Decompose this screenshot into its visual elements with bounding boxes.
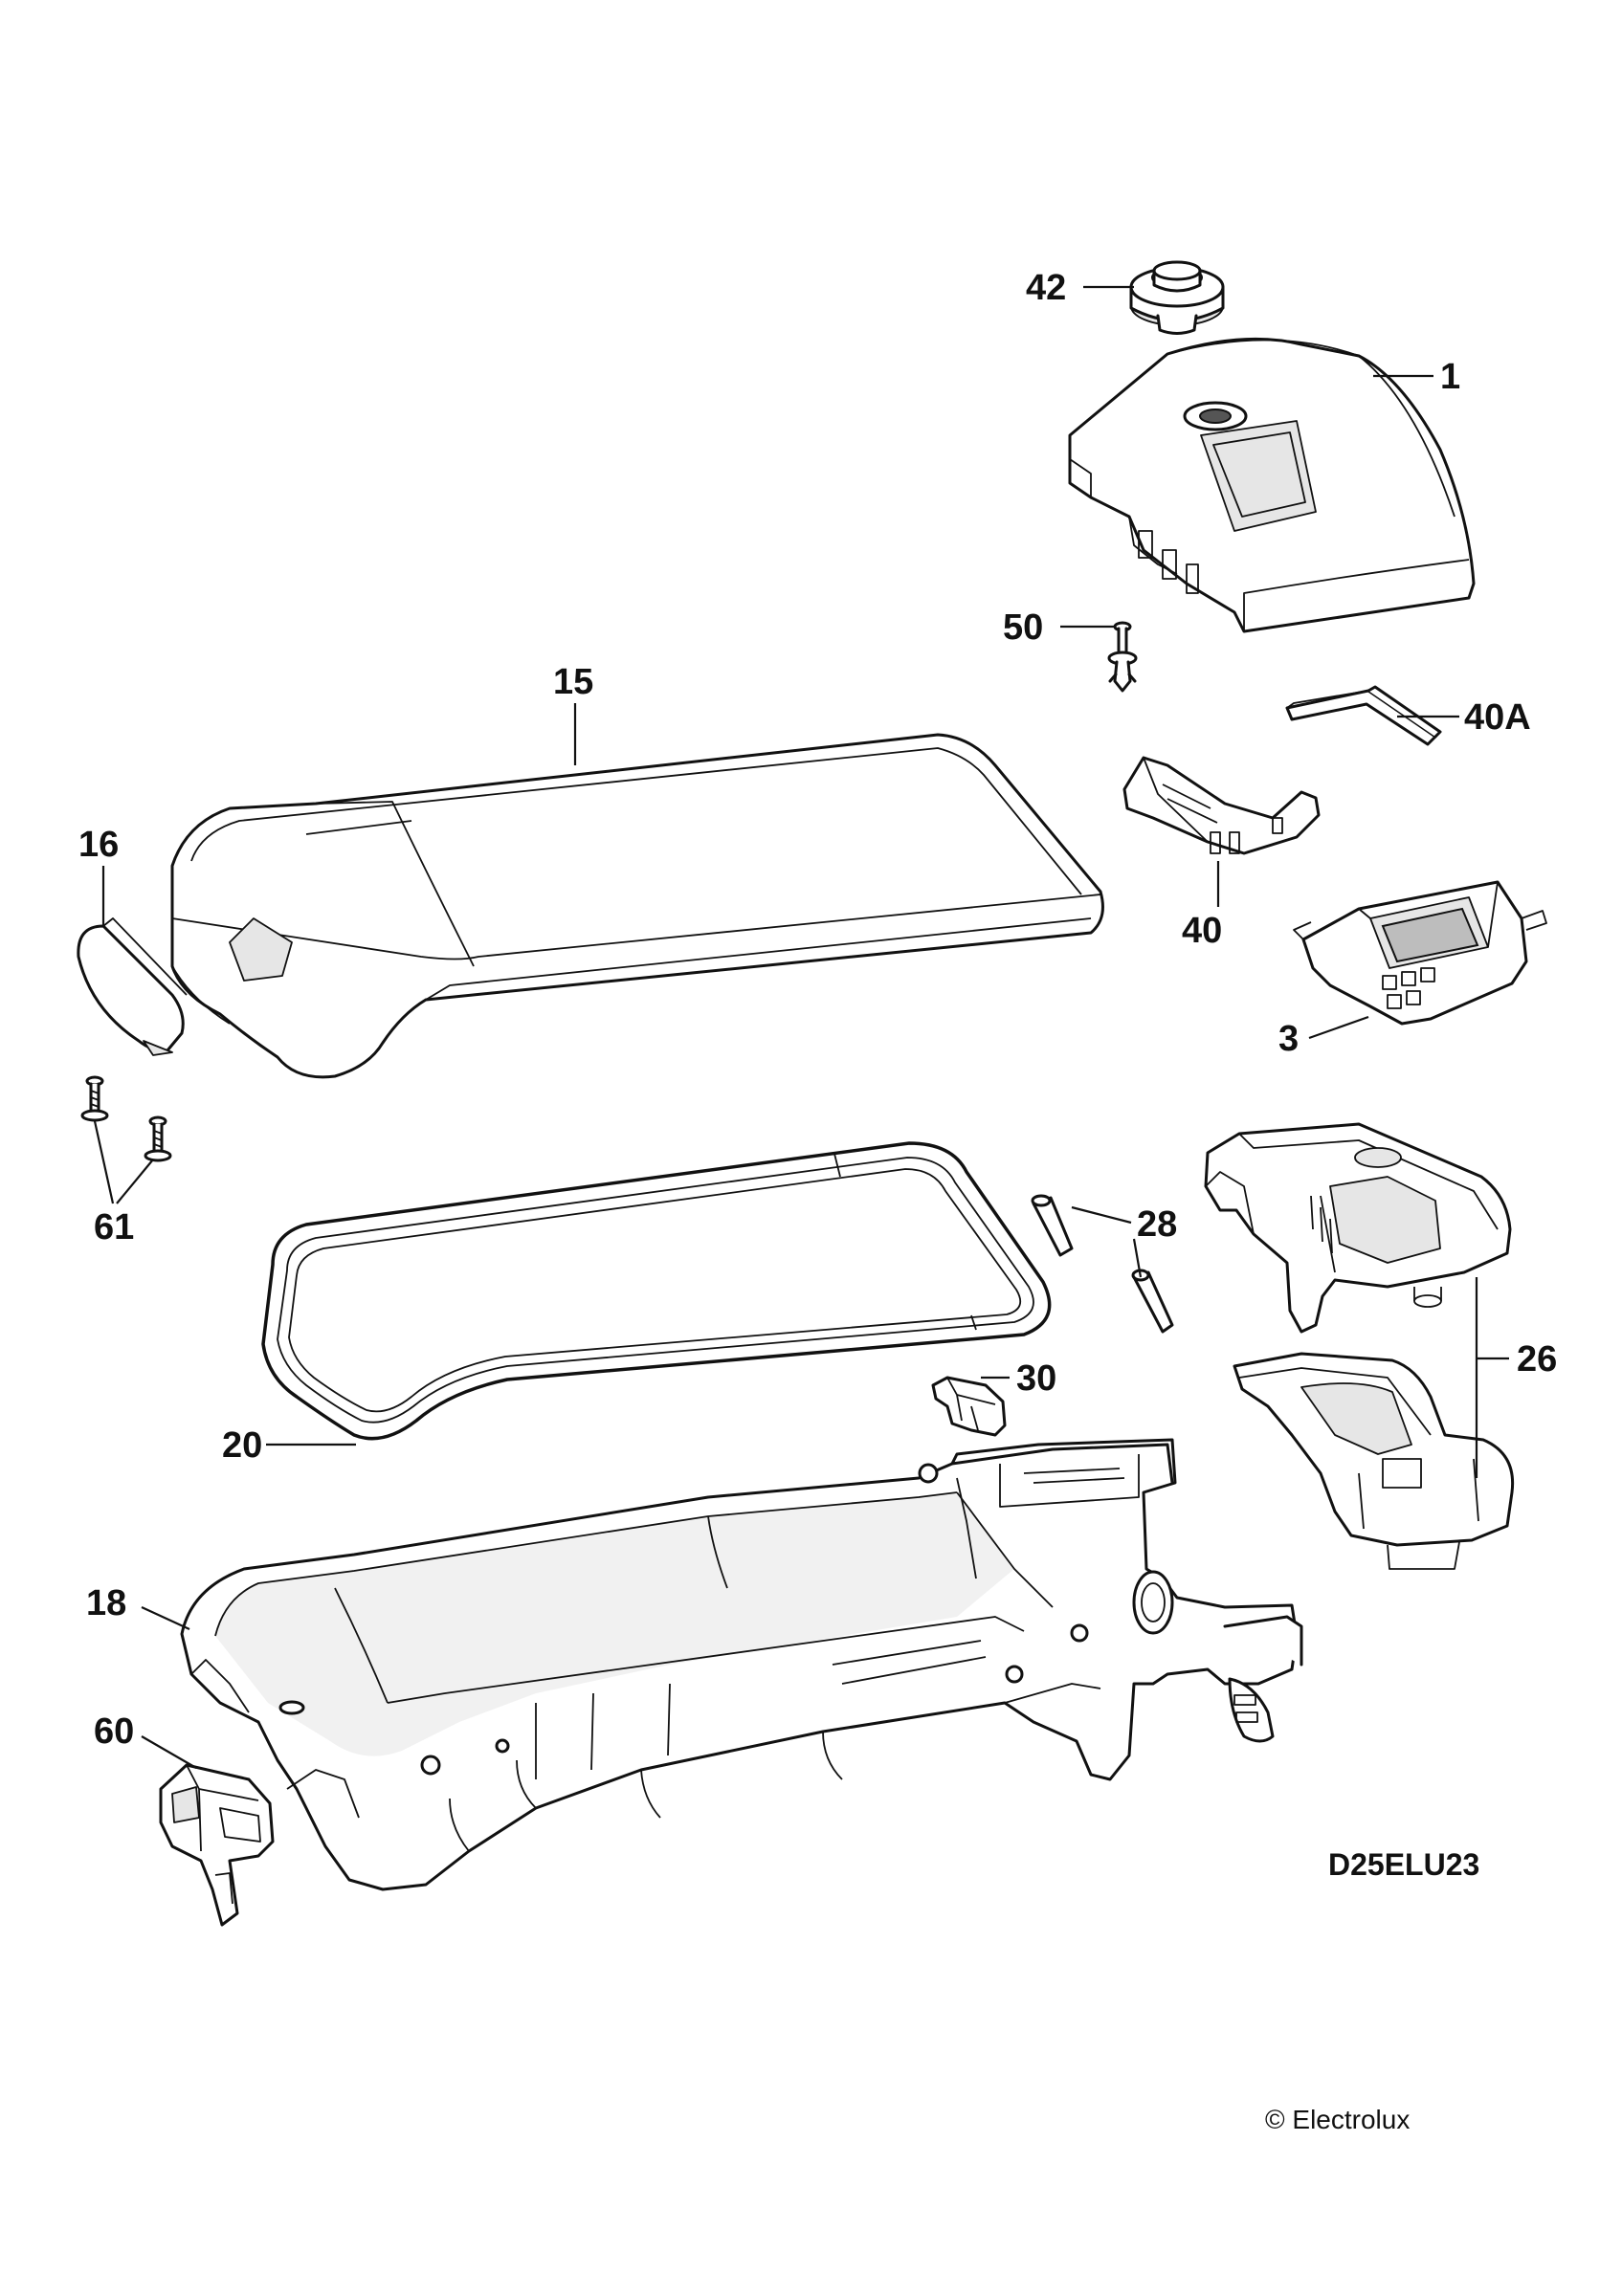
- callout-40a: 40A: [1464, 697, 1531, 738]
- part-18-top-frame: [180, 1438, 1303, 1891]
- part-15-lid: [170, 733, 1104, 1079]
- copyright-notice: © Electrolux: [1265, 2105, 1410, 2134]
- part-50-rivet: [1107, 621, 1138, 693]
- part-61-screws: [80, 1075, 172, 1162]
- leader-18: [141, 1606, 190, 1630]
- leader-28b: [1132, 1238, 1143, 1278]
- part-60-switch: [159, 1763, 275, 1927]
- callout-30: 30: [1016, 1358, 1056, 1399]
- leader-60: [141, 1735, 197, 1769]
- callout-60: 60: [94, 1711, 134, 1752]
- drawing-code: D25ELU23: [1328, 1847, 1479, 1882]
- callout-40: 40: [1182, 911, 1222, 951]
- callout-1: 1: [1440, 357, 1460, 397]
- callout-61: 61: [94, 1207, 134, 1247]
- part-26-upper-shell: [1204, 1122, 1512, 1334]
- callout-18: 18: [86, 1583, 126, 1623]
- callout-50: 50: [1003, 607, 1043, 648]
- callout-42: 42: [1026, 268, 1066, 308]
- part-42-knob: [1129, 260, 1225, 335]
- leader-61b: [116, 1159, 154, 1204]
- callout-15: 15: [553, 662, 593, 702]
- callout-20: 20: [222, 1425, 262, 1466]
- part-40a-l-bracket: [1285, 685, 1442, 746]
- part-40-bracket: [1122, 756, 1321, 855]
- part-20-gasket: [261, 1141, 1052, 1441]
- part-1-control-cover: [1068, 337, 1476, 633]
- leader-3: [1308, 1015, 1369, 1040]
- callout-28: 28: [1137, 1204, 1177, 1245]
- leader-61a: [93, 1120, 115, 1204]
- part-30-clip: [931, 1376, 1007, 1437]
- leader-28a: [1071, 1205, 1132, 1225]
- part-26-lower-shell: [1233, 1352, 1515, 1570]
- part-28-pins: [1031, 1194, 1174, 1334]
- part-16-cap: [77, 917, 188, 1056]
- part-3-control-board: [1293, 880, 1547, 1026]
- callout-16: 16: [78, 825, 119, 865]
- callout-3: 3: [1278, 1019, 1299, 1059]
- callout-26: 26: [1517, 1339, 1557, 1380]
